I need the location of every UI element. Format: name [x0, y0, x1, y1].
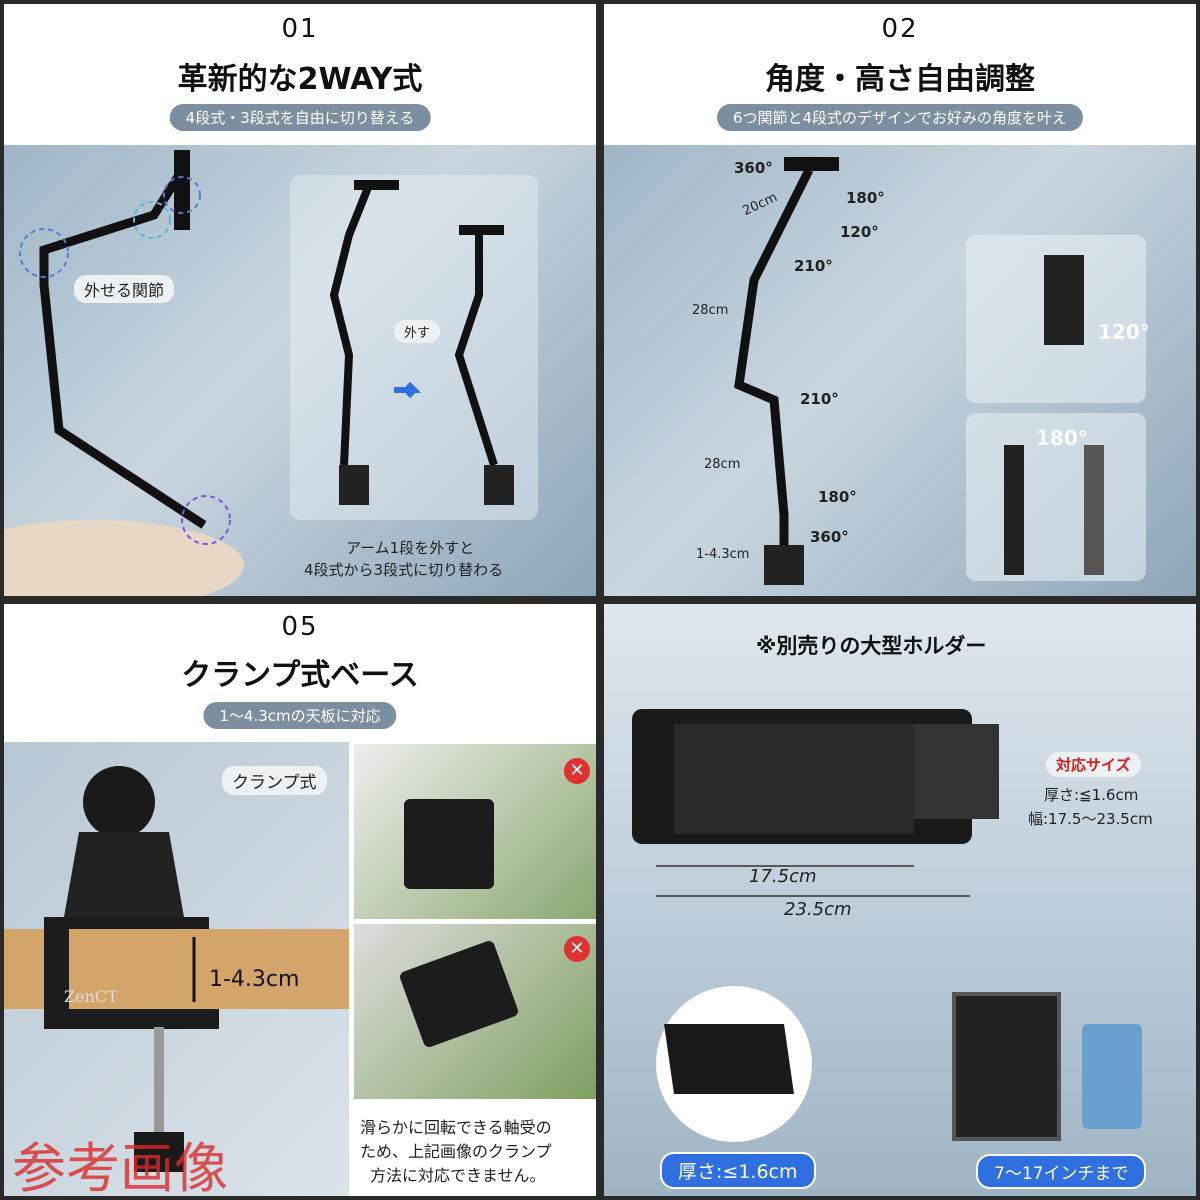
wrong-clamp-photo-1: ✕: [354, 744, 596, 919]
supported-size-badge: 対応サイズ: [1046, 752, 1141, 777]
product-scene: 外せる関節 外す アーム1段を外すと 4段式から3段式に切り替わる: [4, 145, 596, 596]
angle-label: 210°: [800, 390, 839, 408]
caption-line2: 4段式から3段式に切り替わる: [304, 561, 504, 579]
panel-title: クランプ式ベース: [181, 658, 419, 693]
clamp-illustration: [4, 766, 349, 1172]
note-line1: 滑らかに回転できる軸受の: [360, 1118, 552, 1137]
width-spec: 幅:17.5〜23.5cm: [1028, 810, 1153, 828]
inset-angle-label: 120°: [1098, 320, 1150, 344]
reference-watermark: 参考画像: [12, 1137, 228, 1196]
min-width-dimension: 17.5cm: [749, 866, 817, 887]
caption-line1: アーム1段を外すと: [346, 539, 475, 557]
angle-label: 120°: [840, 223, 879, 241]
panel-clamp-base: 05 クランプ式ベース 1〜4.3cmの天板に対応 クランプ式 1-4.3cm …: [4, 604, 596, 1196]
panel-large-holder: ※別売りの大型ホルダー 対応サイズ 厚さ:≦1.6cm 幅:17.5〜23.5c…: [604, 604, 1196, 1196]
panel-subtitle: 4段式・3段式を自由に切り替える: [169, 104, 431, 131]
angle-label: 180°: [846, 189, 885, 207]
product-scene: 360° 180° 120° 210° 210° 180° 360° 20cm …: [604, 145, 1196, 596]
inset-angle-label: 180°: [1036, 426, 1088, 450]
panel-title: 角度・高さ自由調整: [765, 62, 1035, 97]
note-line3: 方法に対応できません。: [370, 1166, 546, 1185]
length-label: 28cm: [692, 303, 729, 318]
thickness-spec: 厚さ:≦1.6cm: [1044, 786, 1139, 804]
detachable-joint-label: 外せる関節: [74, 275, 175, 303]
thickness-label: 1-4.3cm: [209, 967, 300, 992]
panel-subtitle: 6つ関節と4段式のデザインでお好みの角度を叶え: [716, 104, 1084, 131]
panel-number: 01: [281, 14, 319, 44]
panel-title: ※別売りの大型ホルダー: [756, 634, 987, 658]
wrong-clamp-photo-2: ✕: [354, 924, 596, 1099]
panel-2way: 01 革新的な2WAY式 4段式・3段式を自由に切り替える 外せる関節 外す ア…: [4, 4, 596, 596]
clamp-scene: クランプ式 1-4.3cm ZenCT 参考画像: [4, 742, 349, 1196]
x-icon: ✕: [564, 936, 590, 962]
remove-label: 外す: [394, 320, 441, 343]
length-label: 28cm: [704, 457, 741, 472]
size-range-pill: 7〜17インチまで: [976, 1154, 1147, 1189]
clamp-shape: [404, 799, 494, 889]
panel-number: 05: [281, 612, 319, 642]
thickness-pill: 厚さ:≤1.6cm: [660, 1152, 816, 1189]
note-line2: ため、上記画像のクランプ: [360, 1142, 552, 1161]
angle-label: 210°: [794, 257, 833, 275]
length-label: 1-4.3cm: [696, 547, 750, 562]
max-width-dimension: 23.5cm: [784, 899, 852, 920]
angle-label: 360°: [734, 159, 773, 177]
clamp-shape: [398, 939, 520, 1049]
panel-number: 02: [881, 14, 919, 44]
angle-label: 180°: [818, 488, 857, 506]
holder-illustration: [632, 709, 1142, 1142]
arm-illustration: [4, 150, 538, 596]
angle-label: 360°: [810, 528, 849, 546]
panel-title: 革新的な2WAY式: [177, 62, 423, 97]
panel-angle-height: 02 角度・高さ自由調整 6つ関節と4段式のデザインでお好みの角度を叶え 360…: [604, 4, 1196, 596]
x-icon: ✕: [564, 758, 590, 784]
panel-subtitle: 1〜4.3cmの天板に対応: [203, 702, 397, 729]
brand-logo: ZenCT: [64, 987, 118, 1006]
arm-illustration: [734, 157, 1146, 585]
clamp-type-label: クランプ式: [222, 766, 327, 795]
